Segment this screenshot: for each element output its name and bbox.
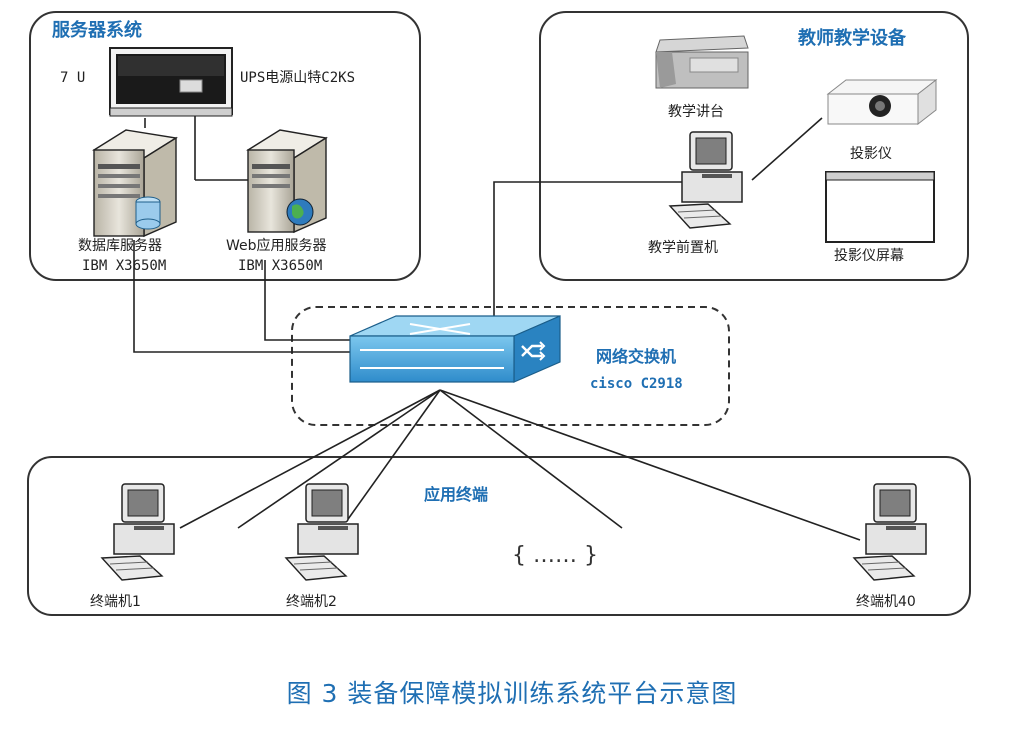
- network-switch-icon: [349, 315, 561, 383]
- terminal-2-label: 终端机2: [286, 594, 337, 610]
- terminal-2-icon: [285, 483, 359, 581]
- screen-label: 投影仪屏幕: [834, 248, 904, 264]
- terminal-1-label: 终端机1: [90, 594, 141, 610]
- teacher-pc-icon: [669, 131, 743, 229]
- switch-dashed-box: [291, 306, 730, 426]
- web-server-model: IBM X3650M: [238, 258, 322, 274]
- database-server-icon: [92, 129, 178, 238]
- projector-icon: [826, 78, 938, 126]
- terminals-box: [27, 456, 971, 616]
- terminal-40-label: 终端机40: [856, 594, 916, 610]
- connection-lines: [133, 105, 861, 541]
- db-server-name: 数据库服务器: [78, 238, 162, 254]
- switch-name: 网络交换机: [596, 347, 676, 366]
- projector-label: 投影仪: [850, 146, 892, 162]
- figure-caption: 图 3 装备保障模拟训练系统平台示意图: [287, 679, 738, 708]
- ups-label: UPS电源山特C2KS: [240, 70, 355, 86]
- switch-model: cisco C2918: [590, 376, 683, 392]
- terminals-title: 应用终端: [424, 485, 488, 504]
- podium-icon: [655, 35, 749, 89]
- web-server-name: Web应用服务器: [226, 237, 327, 254]
- terminal-1-icon: [101, 483, 175, 581]
- podium-label: 教学讲台: [668, 104, 724, 120]
- web-server-icon: [246, 129, 328, 234]
- projection-screen-icon: [825, 171, 935, 243]
- teaching-equipment-box: [539, 11, 969, 281]
- ups-icon: [109, 47, 233, 117]
- teaching-equipment-title: 教师教学设备: [798, 27, 907, 49]
- teacher-pc-label: 教学前置机: [648, 239, 718, 256]
- db-server-model: IBM X3650M: [82, 258, 166, 274]
- terminal-ellipsis: { …… }: [512, 543, 598, 568]
- server-system-box: [29, 11, 421, 281]
- rack-units-label: 7 U: [60, 70, 85, 86]
- server-system-title: 服务器系统: [52, 19, 142, 41]
- terminal-40-icon: [853, 483, 927, 581]
